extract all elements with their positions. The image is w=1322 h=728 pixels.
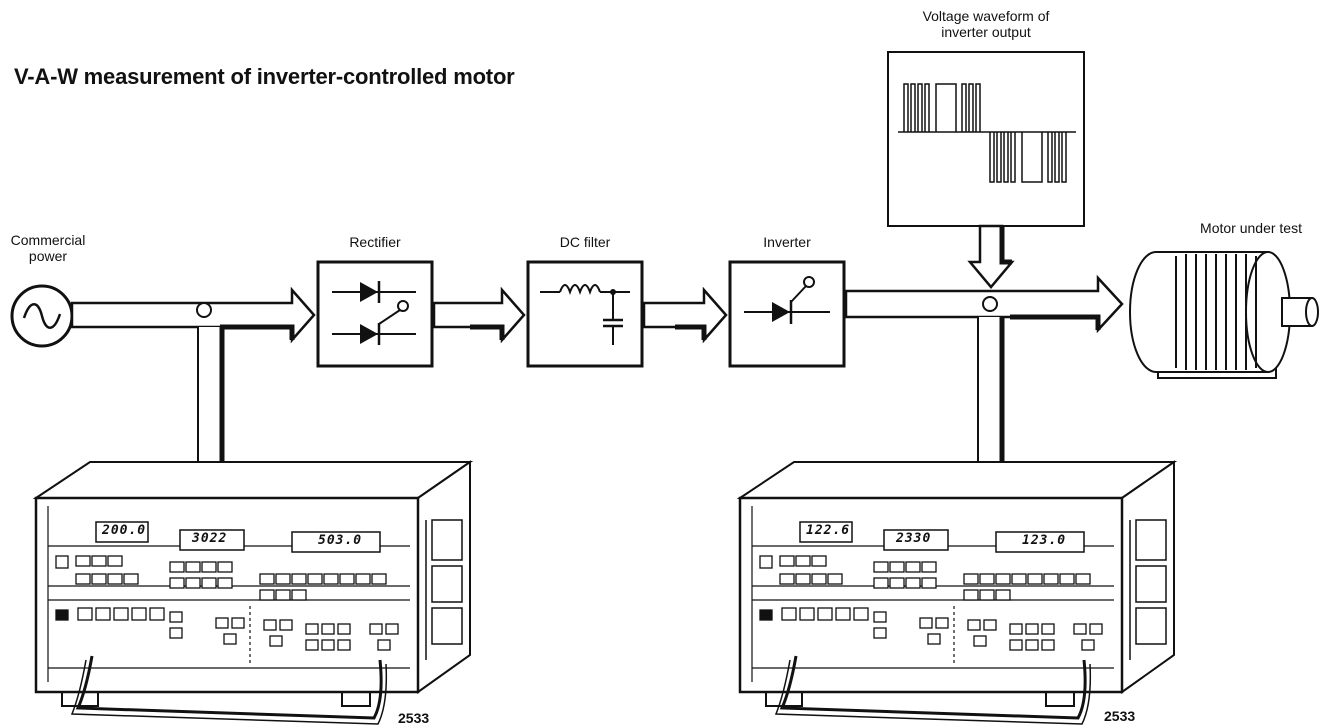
waveform-box (887, 51, 1085, 227)
measurement-tap-right (977, 296, 1005, 471)
meter-right-power-display: 123.0 (1022, 533, 1067, 548)
power-flow-arrow-2 (432, 286, 526, 344)
dc-filter-block (526, 260, 644, 368)
meter-right-model-label: 2533 (1104, 708, 1136, 724)
power-flow-arrow-3 (642, 286, 728, 344)
waveform-label-line1: Voltage waveform of (922, 8, 1050, 24)
power-meter-right (736, 460, 1178, 725)
dc-filter-label: DC filter (559, 234, 611, 250)
waveform-arrow (967, 224, 1015, 289)
inverter-label: Inverter (763, 234, 811, 250)
power-meter-left (32, 460, 474, 725)
rectifier-label: Rectifier (349, 234, 401, 250)
commercial-power-label-line1: Commercial (10, 232, 86, 248)
inverter-block (728, 260, 846, 368)
meter-left-power-display: 503.0 (318, 533, 363, 548)
commercial-power-label-line2: power (28, 248, 68, 264)
ac-source-icon (10, 284, 74, 348)
measurement-tap-left (196, 302, 225, 471)
waveform-label: Voltage waveform of inverter output (886, 8, 1086, 40)
diagram-title: V-A-W measurement of inverter-controlled… (14, 64, 515, 89)
commercial-power-label: Commercial power (2, 232, 94, 264)
motor-icon (1129, 251, 1319, 379)
meter-left-model-label: 2533 (398, 710, 430, 726)
meter-right-voltage-display: 122.6 (806, 523, 851, 538)
power-flow-arrow-1 (70, 286, 316, 344)
motor-label: Motor under test (1200, 220, 1302, 236)
meter-right-current-display: 2330 (896, 531, 932, 546)
meter-left-current-display: 3022 (192, 531, 228, 546)
waveform-label-line2: inverter output (941, 24, 1031, 40)
meter-left-voltage-display: 200.0 (102, 523, 147, 538)
rectifier-block (316, 260, 434, 368)
